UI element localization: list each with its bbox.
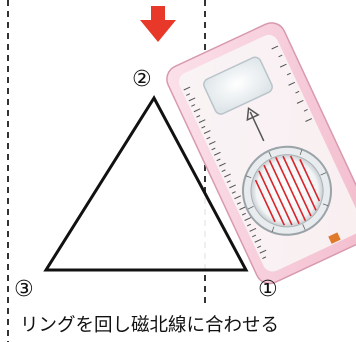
vertex-label-2: ②: [132, 67, 152, 92]
vertex-label-3: ③: [14, 277, 34, 302]
meridian-lines: [254, 155, 321, 226]
ruler-ticks: [183, 86, 267, 260]
caption: リングを回し磁北線に合わせる: [20, 315, 279, 336]
vertex-label-1: ①: [258, 277, 278, 302]
index-mark: [328, 232, 341, 244]
triangle: [43, 95, 249, 272]
ruler-ticks-right: [271, 45, 313, 122]
compass-icon: [166, 22, 356, 285]
bezel-ticks: [245, 149, 329, 233]
magnifier-lens: [203, 56, 273, 115]
down-arrow-icon: [140, 6, 176, 42]
